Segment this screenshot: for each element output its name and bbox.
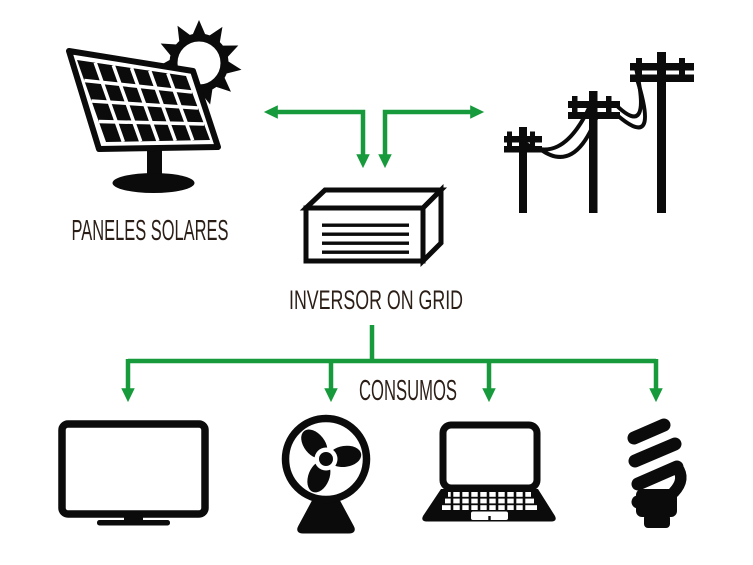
power-lines-icon	[504, 52, 694, 213]
solar-panels-label: PANELES SOLARES	[72, 215, 229, 247]
panels-to-inverter-arrow	[263, 105, 370, 169]
consumption-label: CONSUMOS	[359, 375, 457, 407]
cfl-bulb-icon	[627, 418, 687, 528]
inverter-icon	[299, 183, 448, 268]
inverter-label: INVERSOR ON GRID	[289, 285, 463, 315]
tv-icon	[58, 420, 209, 526]
fan-icon	[281, 414, 371, 534]
laptop-icon	[422, 421, 556, 522]
inverter-to-loads-arrows	[121, 325, 663, 403]
grid-to-inverter-arrow	[378, 105, 485, 169]
solar-panel-icon	[66, 48, 221, 193]
